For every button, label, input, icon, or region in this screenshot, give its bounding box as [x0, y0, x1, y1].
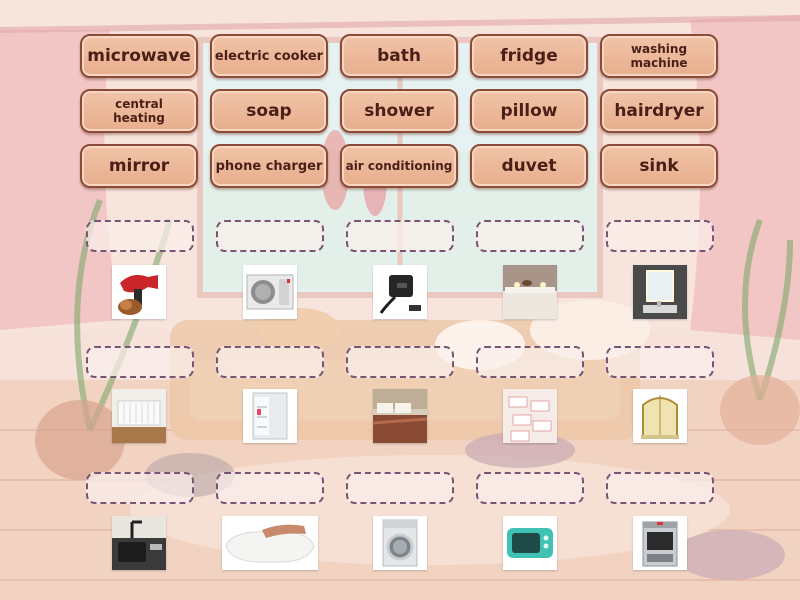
- answer-slot[interactable]: [476, 472, 584, 504]
- phone-charger-photo-icon: [373, 265, 427, 319]
- bath-photo-icon: [503, 265, 557, 319]
- answer-slot[interactable]: [346, 220, 454, 252]
- washing-machine-photo-icon: [373, 516, 427, 570]
- duvet-photo-icon: [373, 389, 427, 443]
- word-tile-label: fridge: [500, 46, 558, 66]
- word-tile-label: microwave: [87, 46, 191, 66]
- word-tile-fridge[interactable]: fridge: [470, 34, 588, 78]
- word-tile-hairdryer[interactable]: hairdryer: [600, 89, 718, 133]
- word-tile-pillow[interactable]: pillow: [470, 89, 588, 133]
- answer-slot[interactable]: [346, 472, 454, 504]
- answer-slot[interactable]: [606, 346, 714, 378]
- answer-slot[interactable]: [86, 472, 194, 504]
- electric-cooker-photo-icon: [633, 516, 687, 570]
- answer-slot[interactable]: [216, 346, 324, 378]
- word-tile-air-conditioning[interactable]: air conditioning: [340, 144, 458, 188]
- word-tile-label: washing machine: [630, 42, 688, 70]
- word-tile-soap[interactable]: soap: [210, 89, 328, 133]
- radiator-photo-icon: [112, 389, 166, 443]
- answer-slot[interactable]: [476, 220, 584, 252]
- word-tile-phone-charger[interactable]: phone charger: [210, 144, 328, 188]
- word-tile-mirror[interactable]: mirror: [80, 144, 198, 188]
- word-tile-duvet[interactable]: duvet: [470, 144, 588, 188]
- pillow-photo-icon: [222, 516, 318, 570]
- word-tile-label: central heating: [113, 97, 165, 125]
- word-tile-central-heating[interactable]: central heating: [80, 89, 198, 133]
- word-tile-bath[interactable]: bath: [340, 34, 458, 78]
- hairdryer-photo-icon: [112, 265, 166, 319]
- word-tile-electric-cooker[interactable]: electric cooker: [210, 34, 328, 78]
- answer-slot[interactable]: [606, 472, 714, 504]
- word-tile-sink[interactable]: sink: [600, 144, 718, 188]
- mirror-photo-icon: [633, 265, 687, 319]
- word-tile-washing-machine[interactable]: washing machine: [600, 34, 718, 78]
- word-tile-label: air conditioning: [345, 159, 453, 173]
- answer-slot[interactable]: [86, 346, 194, 378]
- word-tile-label: sink: [639, 156, 679, 176]
- fridge-photo-icon: [243, 389, 297, 443]
- word-tile-label: bath: [377, 46, 421, 66]
- answer-slot[interactable]: [216, 220, 324, 252]
- sink-photo-icon: [112, 516, 166, 570]
- word-tile-microwave[interactable]: microwave: [80, 34, 198, 78]
- word-tile-label: pillow: [500, 101, 558, 121]
- word-tile-label: hairdryer: [614, 101, 704, 121]
- word-tile-label: shower: [364, 101, 434, 121]
- microwave-photo-icon: [503, 516, 557, 570]
- answer-slot[interactable]: [476, 346, 584, 378]
- word-tile-label: soap: [246, 101, 292, 121]
- word-tile-shower[interactable]: shower: [340, 89, 458, 133]
- word-tile-label: electric cooker: [214, 48, 324, 64]
- word-tile-label: phone charger: [215, 158, 323, 174]
- air-conditioner-photo-icon: [243, 265, 297, 319]
- answer-slot[interactable]: [216, 472, 324, 504]
- word-tile-label: mirror: [108, 156, 170, 176]
- soap-photo-icon: [503, 389, 557, 443]
- answer-slot[interactable]: [606, 220, 714, 252]
- shower-photo-icon: [633, 389, 687, 443]
- answer-slot[interactable]: [86, 220, 194, 252]
- answer-slot[interactable]: [346, 346, 454, 378]
- word-tile-label: duvet: [501, 156, 557, 176]
